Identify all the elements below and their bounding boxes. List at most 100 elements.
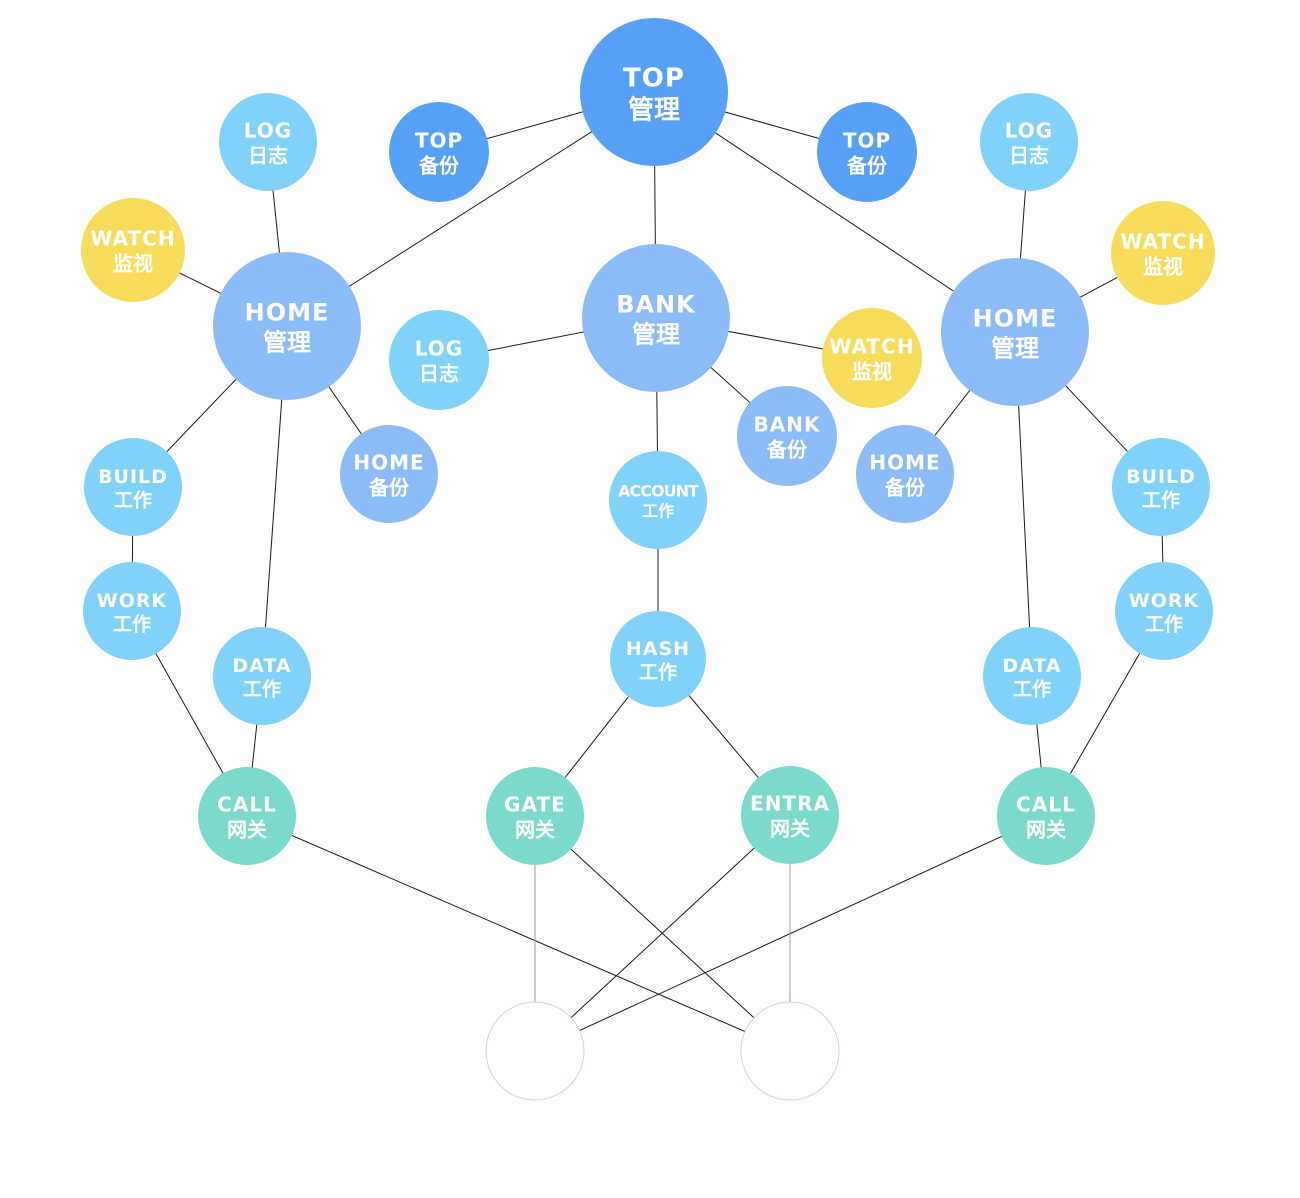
node-circle <box>389 310 489 410</box>
node-label-secondary: 管理 <box>991 334 1039 362</box>
node-circle <box>1111 201 1215 305</box>
node-label-primary: TOP <box>415 129 463 153</box>
node-circle <box>485 1001 585 1101</box>
node-label-secondary: 管理 <box>628 96 680 126</box>
node-label-primary: ACCOUNT <box>618 481 699 500</box>
node-label-primary: WATCH <box>829 335 914 359</box>
node-circle <box>83 562 181 660</box>
node-circle <box>1112 438 1210 536</box>
node-circle <box>609 451 707 549</box>
node-label-secondary: 监视 <box>852 359 892 383</box>
node-label-primary: LOG <box>415 337 463 361</box>
node-label-primary: LOG <box>1005 119 1053 143</box>
node-label-primary: ENTRA <box>750 792 830 816</box>
node-label-secondary: 日志 <box>419 361 459 385</box>
node-label-primary: TOP <box>623 63 685 93</box>
node-label-secondary: 工作 <box>639 660 677 683</box>
node-circle <box>582 244 730 392</box>
node-label-primary: WATCH <box>90 227 175 251</box>
node-label-secondary: 网关 <box>515 817 555 841</box>
node-label-secondary: 网关 <box>770 816 810 840</box>
node-label-secondary: 备份 <box>418 153 460 177</box>
node-circle <box>856 425 954 523</box>
node-label-primary: WATCH <box>1120 230 1205 254</box>
node-label-primary: HOME <box>353 451 424 475</box>
node-label-secondary: 备份 <box>884 475 926 499</box>
node-circle <box>997 767 1095 865</box>
node-label-primary: BANK <box>616 291 696 319</box>
node-circle <box>486 767 584 865</box>
node-circle <box>610 611 706 707</box>
node-label-secondary: 前端 <box>770 1052 810 1076</box>
node-circle <box>740 1001 840 1101</box>
node-label-primary: HOME <box>245 299 330 327</box>
node-label-secondary: 监视 <box>113 251 153 275</box>
edge-layer <box>131 91 1165 1052</box>
node-circle <box>980 93 1078 191</box>
node-circle <box>81 198 185 302</box>
node-label-secondary: 监视 <box>1143 254 1183 278</box>
node-label-primary: BANK <box>754 413 821 437</box>
node-circle <box>941 258 1089 406</box>
node-label-secondary: 管理 <box>263 328 311 356</box>
node-label-primary: TOP <box>843 129 891 153</box>
node-label-primary: DATA <box>1002 655 1061 677</box>
node-label-primary: BUILD <box>1126 466 1196 488</box>
node-label-primary: WORK <box>1129 590 1200 612</box>
edge-entra-gateway-front-left <box>534 814 791 1052</box>
node-label-secondary: 工作 <box>243 677 281 700</box>
node-label-primary: DATA <box>232 655 291 677</box>
node-circle <box>1115 562 1213 660</box>
node-label-primary: FRONT <box>494 1028 575 1052</box>
edge-call-left-front-right <box>246 815 791 1052</box>
node-circle <box>84 438 182 536</box>
node-circle <box>219 93 317 191</box>
node-label-primary: CALL <box>1016 793 1076 817</box>
node-label-secondary: 工作 <box>1013 677 1051 700</box>
node-circle <box>213 627 311 725</box>
node-label-secondary: 前端 <box>515 1052 555 1076</box>
node-label-primary: BUILD <box>98 466 168 488</box>
node-circle <box>741 766 839 864</box>
node-label-primary: CALL <box>217 793 277 817</box>
node-label-secondary: 日志 <box>1009 143 1049 167</box>
node-layer: TOP管理TOP备份TOP备份LOG日志LOG日志WATCH监视WATCH监视H… <box>81 18 1215 1101</box>
node-label-secondary: 备份 <box>368 475 410 499</box>
node-label-secondary: 管理 <box>632 320 680 348</box>
node-label-primary: HOME <box>973 305 1058 333</box>
node-label-primary: HOME <box>869 451 940 475</box>
node-circle <box>213 252 361 400</box>
node-circle <box>389 102 489 202</box>
node-label-secondary: 工作 <box>1145 612 1183 635</box>
node-circle <box>822 308 922 408</box>
node-label-secondary: 日志 <box>248 143 288 167</box>
node-circle <box>983 627 1081 725</box>
